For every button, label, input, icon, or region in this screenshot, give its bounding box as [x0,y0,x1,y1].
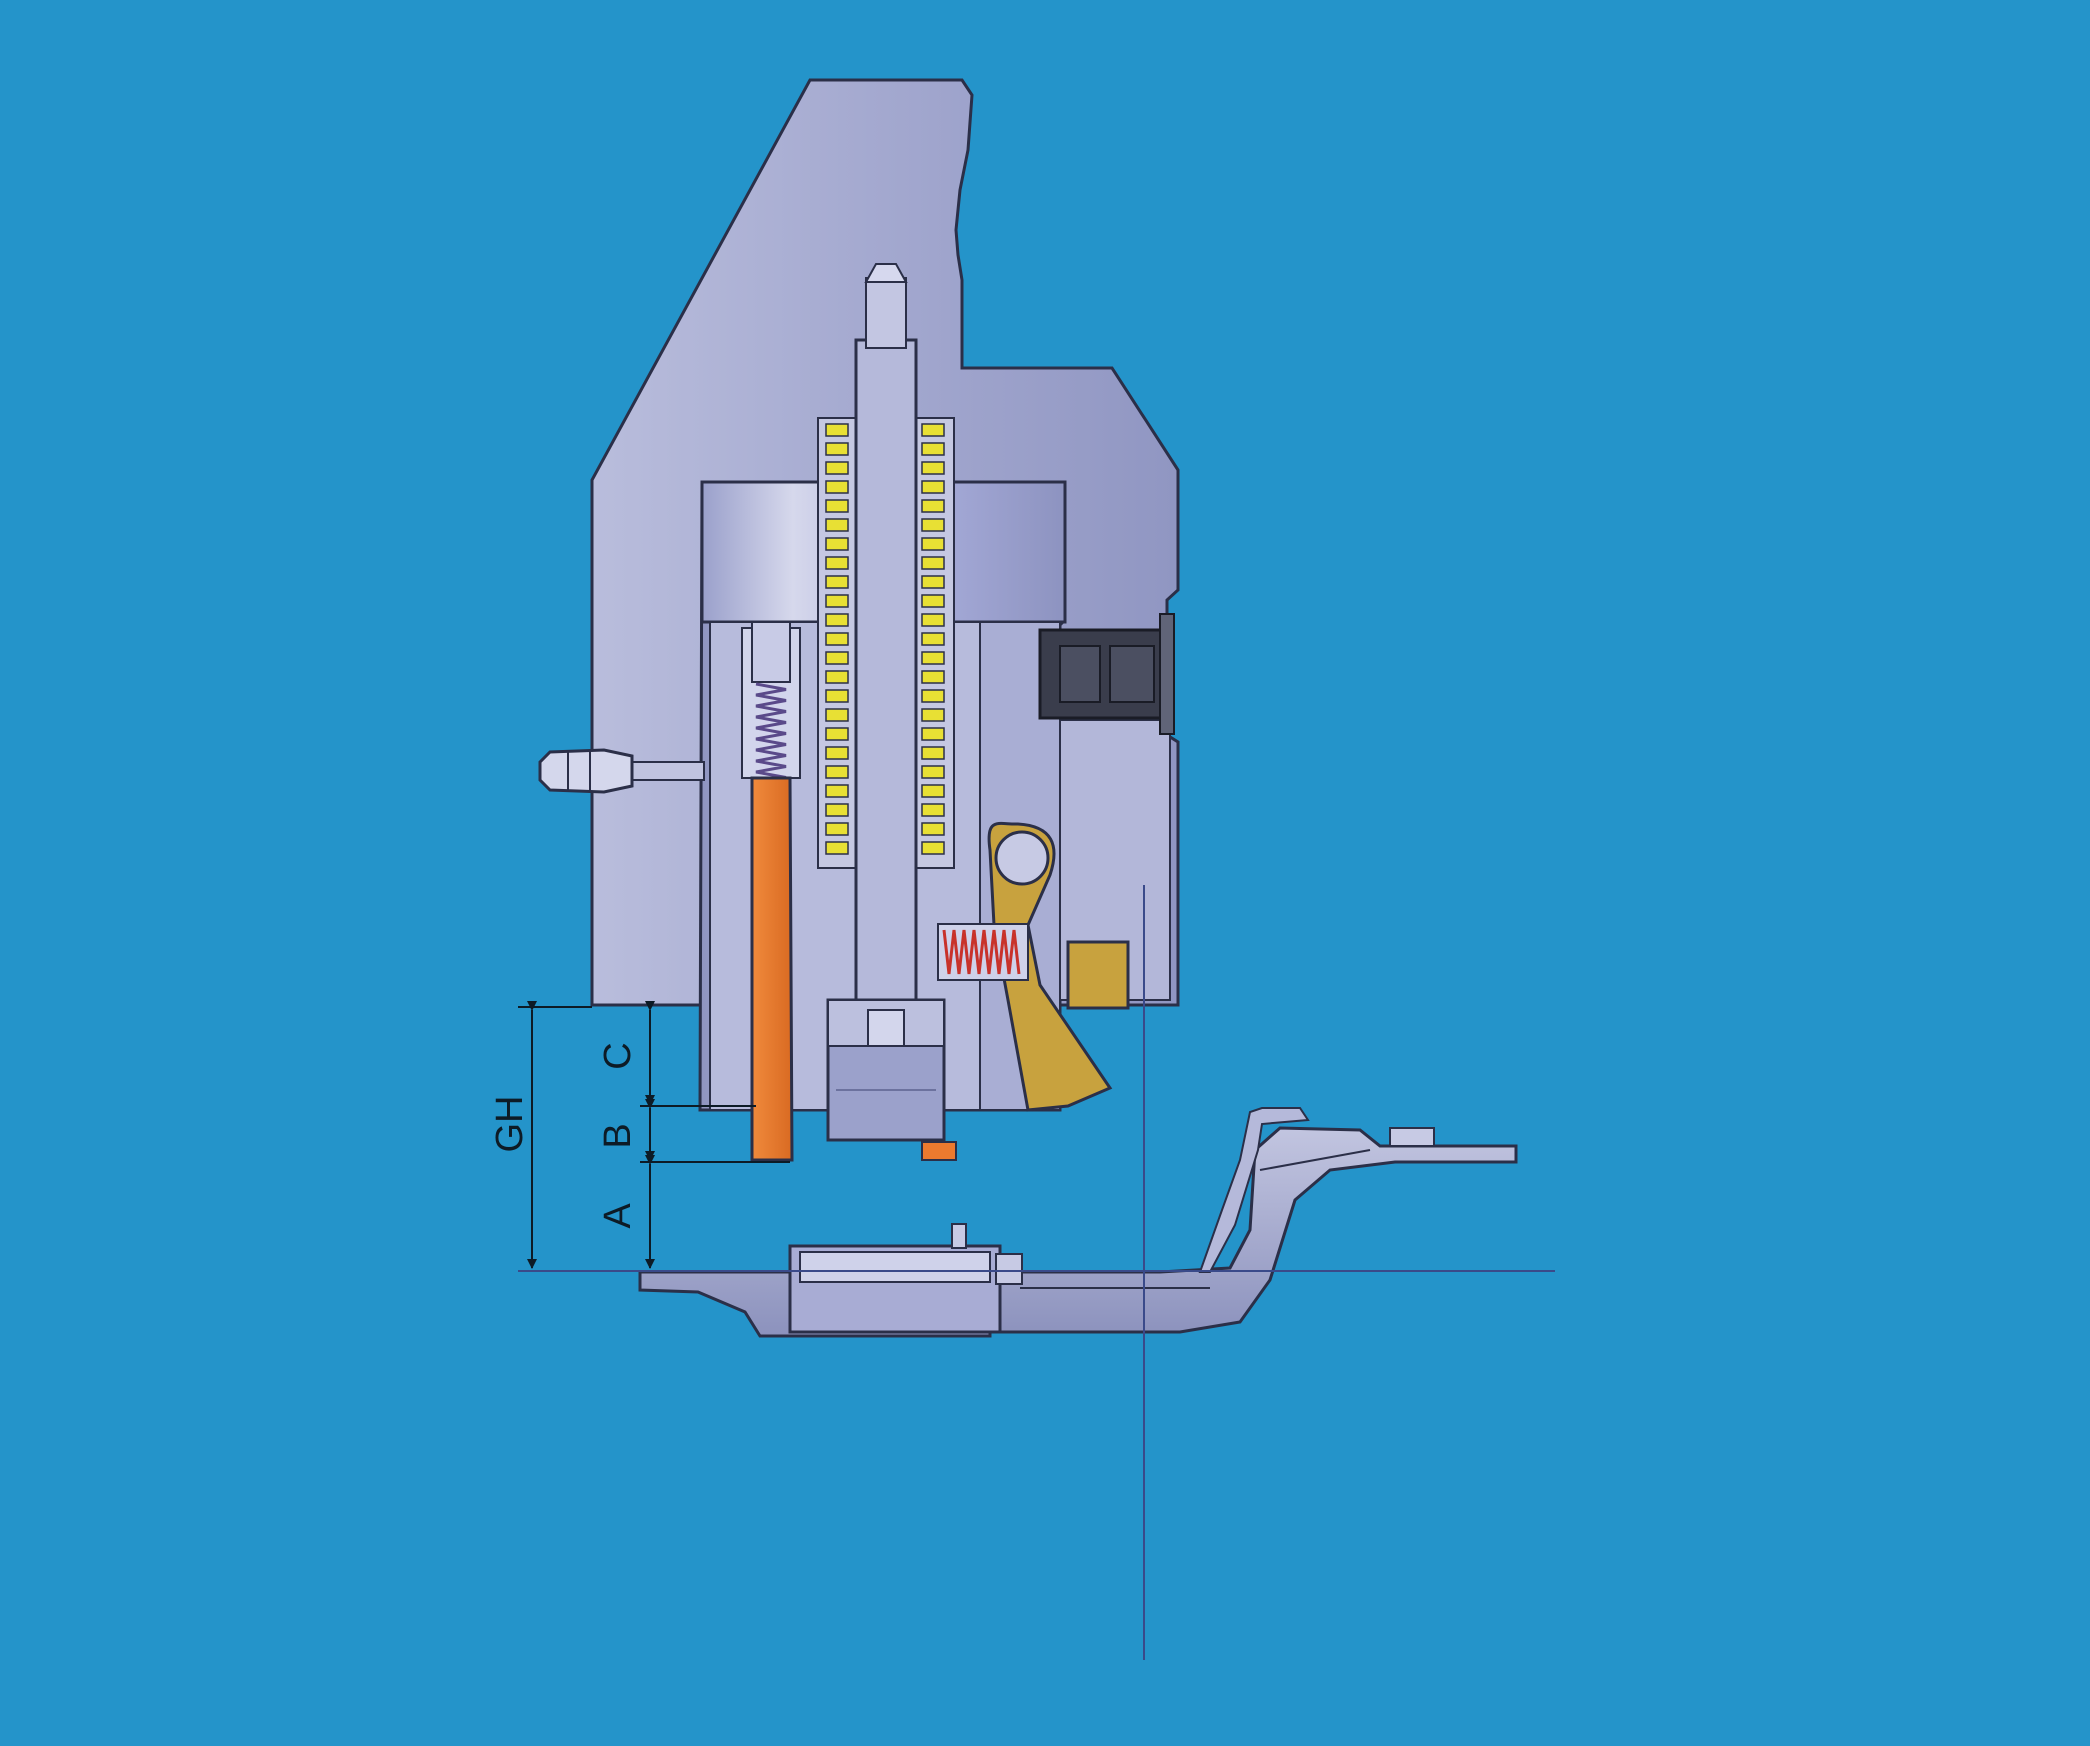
central-shaft-assembly [817,263,955,1012]
spring-coil [825,556,849,570]
label-c: C [597,1042,639,1069]
spring-coil [921,746,945,760]
side-nozzle [538,748,705,794]
spring-coil [825,423,849,437]
lever-stop-block [1066,940,1130,1010]
nut-slot [867,1009,905,1047]
foot-block-top [799,1251,991,1283]
spring-coil [825,632,849,646]
label-a: A [597,1203,639,1229]
pin-tip [864,263,908,283]
spring-coil [921,480,945,494]
spring-coil [921,803,945,817]
nozzle-tip [538,748,634,794]
central-rod [854,338,918,1012]
dimension-labels: GH C B A [489,1042,639,1228]
spring-coil [921,822,945,836]
foot-inner-line-2 [1259,1149,1371,1171]
rod-spring [755,682,787,779]
spring-coil [921,423,945,437]
spring-coil [921,556,945,570]
spring-coil [825,594,849,608]
spring-coil [921,499,945,513]
spring-coil [921,461,945,475]
foot-upper-tab [1389,1127,1435,1147]
foot-pin [951,1223,967,1249]
foot-shank [1198,1107,1310,1273]
spring-coil [825,746,849,760]
spring-coil [921,537,945,551]
spring-coil [825,822,849,836]
spring-coil [825,689,849,703]
foot-side-tab [995,1253,1023,1285]
connector-pin-right [1109,645,1155,703]
spring-coil [921,708,945,722]
spring-coil [825,765,849,779]
reference-lines [518,885,1555,1660]
spring-coil [921,632,945,646]
main-spring-left [825,423,849,855]
label-b: B [597,1123,639,1148]
dimension-annotations [518,1001,790,1269]
spring-coil [921,727,945,741]
spring-wire [755,682,787,779]
spring-coil [921,670,945,684]
lever-spring [937,923,1029,981]
spring-coil [825,442,849,456]
central-pin [865,277,907,349]
spring-coil [825,803,849,817]
spring-coil [921,784,945,798]
connector-pin-left [1059,645,1101,703]
spring-coil [825,480,849,494]
spring-coil [825,499,849,513]
spring-coil [825,518,849,532]
orange-tab [921,1141,957,1161]
rod-head [751,621,791,683]
connector [1038,613,1175,735]
lever-pivot [994,830,1050,886]
spring-coil [825,575,849,589]
spring-coil [921,841,945,855]
spring-coil [921,651,945,665]
gold-lever [937,821,1130,1112]
spring-coil [921,575,945,589]
spring-coil [921,765,945,779]
spring-coil [825,613,849,627]
spring-coil [825,461,849,475]
spring-coil [825,708,849,722]
spring-coil [921,442,945,456]
spring-wire [942,929,1021,975]
spring-coil [921,594,945,608]
spring-coil [921,518,945,532]
spring-coil [825,651,849,665]
spring-coil [921,613,945,627]
orange-rod [750,776,794,1162]
main-spring-right [921,423,945,855]
spring-coil [921,689,945,703]
spring-coil [825,784,849,798]
lever-arm [987,821,1113,1112]
spring-coil [825,727,849,741]
spring-coil [825,537,849,551]
label-gh: GH [489,1096,531,1153]
spring-coil [825,841,849,855]
spring-coil [825,670,849,684]
orange-rod-assembly [741,621,957,1162]
nozzle-stem [631,761,705,781]
presser-foot [638,1107,1518,1338]
connector-flange [1159,613,1175,735]
bottom-nut [826,998,946,1142]
